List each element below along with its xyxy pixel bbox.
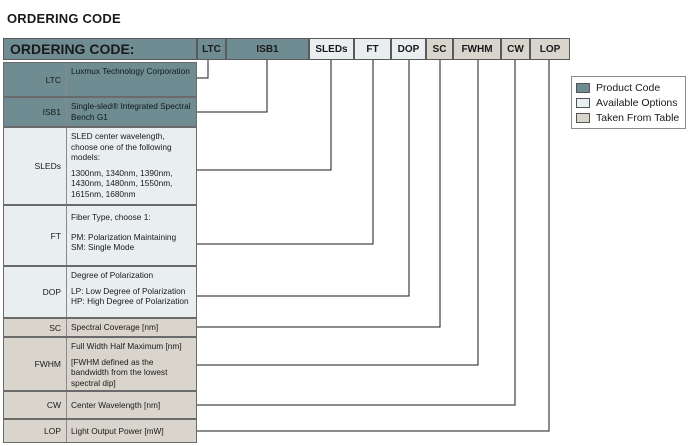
page-heading: ORDERING CODE bbox=[7, 11, 121, 26]
row-code: DOP bbox=[4, 267, 67, 317]
row-code: CW bbox=[4, 392, 67, 418]
legend-item-product-code: Product Code bbox=[576, 80, 681, 95]
row-description: Spectral Coverage [nm] bbox=[67, 319, 196, 336]
row-ltc: LTC Luxmux Technology Corporation bbox=[3, 62, 197, 97]
legend-label: Product Code bbox=[596, 81, 661, 94]
row-code: LTC bbox=[4, 63, 67, 96]
code-field-ft: FT bbox=[354, 38, 391, 60]
row-code: LOP bbox=[4, 420, 67, 442]
connector-sleds bbox=[197, 60, 332, 171]
row-description: Center Wavelength [nm] bbox=[67, 392, 196, 418]
row-code: SLEDs bbox=[4, 128, 67, 204]
legend-swatch bbox=[576, 97, 590, 108]
legend-item-taken-from-table: Taken From Table bbox=[576, 110, 681, 125]
connector-fwhm bbox=[197, 60, 479, 366]
legend-swatch bbox=[576, 82, 590, 93]
row-sleds: SLEDs SLED center wavelength, choose one… bbox=[3, 127, 197, 205]
row-code: FWHM bbox=[4, 338, 67, 390]
row-sc: SC Spectral Coverage [nm] bbox=[3, 318, 197, 337]
code-field-sc: SC bbox=[426, 38, 453, 60]
connector-cw bbox=[197, 60, 516, 406]
row-description: Fiber Type, choose 1: PM: Polarization M… bbox=[67, 206, 196, 265]
connector-sc bbox=[197, 60, 441, 328]
connector-dop bbox=[197, 60, 410, 297]
row-isb1: ISB1 Single-sled® Integrated Spectral Be… bbox=[3, 97, 197, 127]
row-description: Full Width Half Maximum [nm] [FWHM defin… bbox=[67, 338, 196, 390]
row-code: SC bbox=[4, 319, 67, 336]
code-field-lop: LOP bbox=[530, 38, 570, 60]
code-field-dop: DOP bbox=[391, 38, 426, 60]
row-lop: LOP Light Output Power [mW] bbox=[3, 419, 197, 443]
row-description: Light Output Power [mW] bbox=[67, 420, 196, 442]
row-description: SLED center wavelength, choose one of th… bbox=[67, 128, 196, 204]
connector-isb1 bbox=[197, 60, 268, 113]
row-code: FT bbox=[4, 206, 67, 265]
row-description: Single-sled® Integrated Spectral Bench G… bbox=[67, 98, 196, 126]
row-cw: CW Center Wavelength [nm] bbox=[3, 391, 197, 419]
row-description: Luxmux Technology Corporation bbox=[67, 63, 196, 96]
legend-label: Taken From Table bbox=[596, 111, 680, 124]
connector-lop bbox=[197, 60, 550, 432]
code-field-sleds: SLEDs bbox=[309, 38, 354, 60]
code-field-cw: CW bbox=[501, 38, 530, 60]
row-description: Degree of Polarization LP: Low Degree of… bbox=[67, 267, 196, 317]
ordering-code-title: ORDERING CODE: bbox=[3, 38, 197, 60]
row-code: ISB1 bbox=[4, 98, 67, 126]
legend-swatch bbox=[576, 112, 590, 123]
legend-label: Available Options bbox=[596, 96, 678, 109]
row-fwhm: FWHM Full Width Half Maximum [nm] [FWHM … bbox=[3, 337, 197, 391]
legend: Product Code Available Options Taken Fro… bbox=[571, 76, 686, 129]
connector-ft bbox=[197, 60, 374, 245]
code-field-isb1: ISB1 bbox=[226, 38, 309, 60]
code-field-ltc: LTC bbox=[197, 38, 226, 60]
row-ft: FT Fiber Type, choose 1: PM: Polarizatio… bbox=[3, 205, 197, 266]
legend-item-available-options: Available Options bbox=[576, 95, 681, 110]
code-field-fwhm: FWHM bbox=[453, 38, 501, 60]
row-dop: DOP Degree of Polarization LP: Low Degre… bbox=[3, 266, 197, 318]
connector-ltc bbox=[197, 60, 209, 79]
